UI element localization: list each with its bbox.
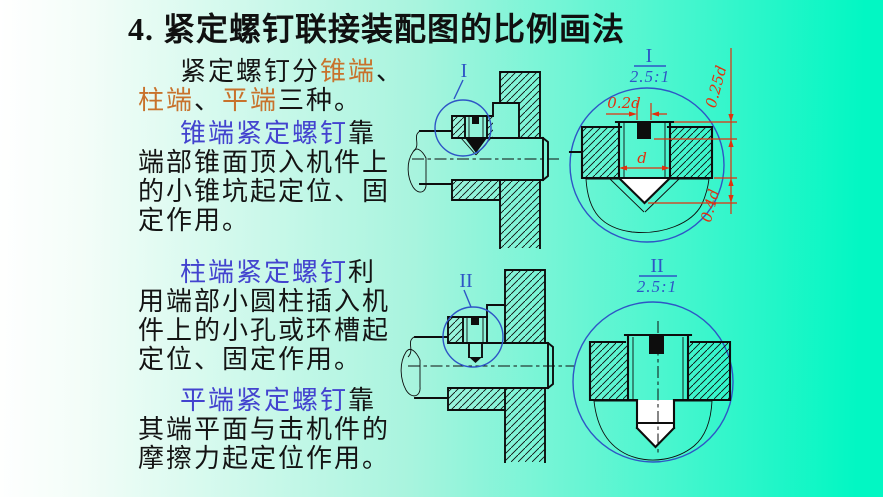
set-screw-cone-point	[460, 115, 492, 156]
screw-slot	[637, 122, 651, 139]
assembly-view-2: II	[400, 269, 575, 463]
part-outlines	[588, 340, 732, 402]
detail-view-2: II 2.5:1	[572, 255, 734, 463]
detail2-title-label: II	[650, 255, 663, 277]
detail-view-1: 0.2d d 0.25d 0.4d I 2.5:1	[568, 45, 737, 243]
hub-section-hatch	[487, 116, 493, 138]
text-run: 紧定螺钉分	[180, 57, 321, 86]
detail1-ref-label: I	[461, 60, 468, 82]
text-column: 紧定螺钉分锥端、 柱端、平端三种。 锥端紧定螺钉靠 端部锥面顶入机件上 的小锥坑…	[138, 57, 440, 473]
hub-section-hatch	[582, 127, 619, 178]
cylinder-point-tip	[469, 357, 482, 363]
wall-section-hatch	[500, 72, 540, 103]
shaft-section-hatch	[593, 400, 713, 461]
paragraph-flat-end: 平端紧定螺钉靠 其端平面与击机件的 摩擦力起定位作用。	[138, 386, 440, 473]
page-title: 4. 紧定螺钉联接装配图的比例画法	[128, 11, 626, 47]
screw-slot	[471, 317, 479, 325]
detail1-leader-line	[453, 79, 464, 100]
detail1-title-label: I	[646, 45, 653, 67]
term-cone-end: 锥端	[320, 57, 377, 86]
term-cylindrical-end-screw: 柱端紧定螺钉	[180, 258, 349, 287]
hub-section-hatch	[448, 317, 463, 343]
hub-section-hatch	[448, 388, 505, 410]
shaft-break-section	[400, 349, 421, 397]
wall-section-hatch	[519, 103, 540, 138]
shaft-section-hatch	[585, 178, 710, 233]
detail2-ref-label: II	[459, 270, 472, 292]
text-run: 、	[376, 57, 405, 86]
paragraph-types: 紧定螺钉分锥端、 柱端、平端三种。	[138, 57, 440, 115]
part-outlines	[568, 125, 714, 180]
hub-section-hatch	[670, 127, 712, 178]
screw-slot	[649, 335, 664, 354]
hub-section-hatch	[688, 342, 730, 400]
cone-point	[616, 176, 673, 205]
text-run: 利 用端部小圆柱插入机 件上的小孔或环槽起 定位、固定作用。	[138, 258, 391, 374]
paragraph-cone-end: 锥端紧定螺钉靠 端部锥面顶入机件上 的小锥坑起定位、固 定作用。	[138, 119, 440, 235]
detail1-circle	[569, 87, 725, 243]
term-cone-end-screw: 锥端紧定螺钉	[180, 119, 349, 148]
dim-slot-depth-label: 0.25d	[702, 64, 731, 110]
dim-diameter-label: d	[637, 149, 647, 167]
detail1-reference-circle	[434, 99, 492, 157]
text-run: 三种。	[278, 86, 363, 115]
detail2-scale-label: 2.5:1	[637, 277, 677, 296]
text-run: 靠 其端平面与击机件的 摩擦力起定位作用。	[138, 386, 391, 473]
detail2-leader-line	[463, 289, 472, 308]
detail1-scale-label: 2.5:1	[630, 67, 670, 86]
detail2-reference-circle	[442, 306, 504, 368]
set-screw-cylindrical-point-magnified	[623, 333, 693, 449]
hub-section-hatch	[452, 116, 465, 138]
wall-section-hatch	[505, 270, 545, 343]
dim-slot-width-label: 0.2d	[607, 94, 640, 112]
break-line	[407, 336, 415, 358]
term-cylindrical-end: 柱端	[138, 86, 195, 115]
assembly-view-1: I	[407, 60, 560, 249]
shaft-break-section	[407, 148, 427, 193]
text-run: 、	[194, 86, 223, 115]
term-flat-end: 平端	[222, 86, 279, 115]
text-run: 靠 端部锥面顶入机件上 的小锥坑起定位、固 定作用。	[138, 119, 391, 235]
cone-point	[465, 138, 487, 153]
detail2-circle	[572, 301, 734, 463]
term-flat-end-screw: 平端紧定螺钉	[180, 386, 349, 415]
cone-pit-lines	[609, 178, 680, 213]
wall-section-hatch	[500, 180, 540, 248]
hub-section-hatch	[452, 180, 500, 200]
screw-slot	[472, 116, 479, 124]
paragraph-cylindrical-end: 柱端紧定螺钉利 用端部小圆柱插入机 件上的小孔或环槽起 定位、固定作用。	[138, 258, 440, 374]
wall-section-hatch	[505, 388, 545, 462]
dim-cone-depth-label: 0.4d	[697, 187, 723, 224]
break-line	[413, 130, 421, 152]
set-screw-cylindrical-point	[462, 316, 488, 363]
hub-section-hatch	[590, 342, 628, 400]
